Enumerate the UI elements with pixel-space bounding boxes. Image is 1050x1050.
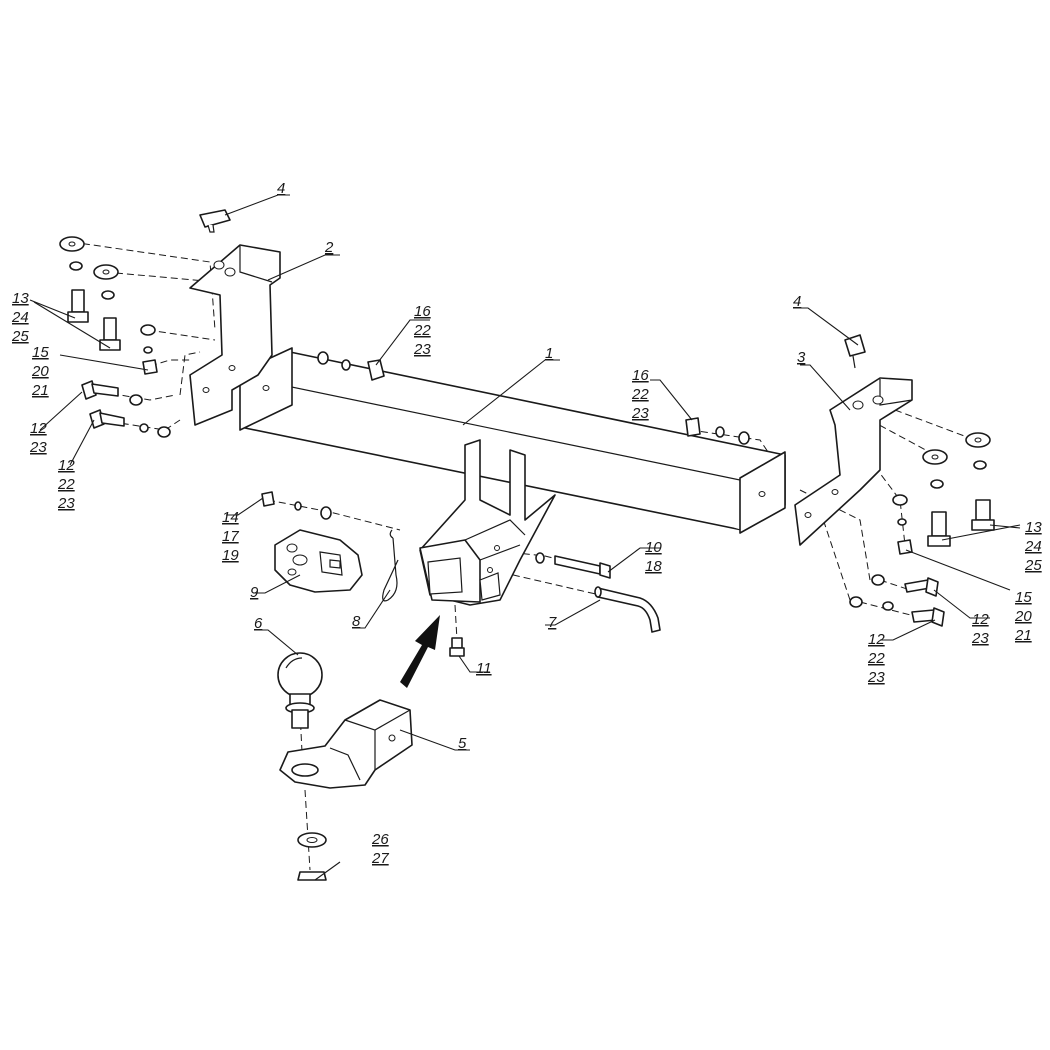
callout-number: 21 — [1014, 627, 1032, 644]
callout-number: 15 — [1015, 589, 1032, 606]
callout-11: 11 — [476, 660, 492, 677]
callout-number: 11 — [476, 660, 492, 677]
left-nut-16 — [317, 351, 385, 381]
callout-5: 5 — [458, 735, 467, 752]
callout-number: 26 — [371, 831, 389, 848]
callout-13-right: 13 24 25 — [1024, 519, 1042, 574]
callout-number: 22 — [413, 322, 431, 339]
callout-number: 25 — [11, 328, 29, 345]
callout-number: 10 — [645, 539, 662, 556]
callout-number: 18 — [645, 558, 662, 575]
callout-number: 20 — [31, 363, 49, 380]
callout-12-left-lower: 12 22 23 — [57, 457, 75, 512]
callout-number: 23 — [631, 405, 649, 422]
callout-number: 16 — [632, 367, 649, 384]
callout-number: 12 — [972, 611, 989, 628]
callout-leaders — [29, 194, 1021, 881]
callout-number: 22 — [57, 476, 75, 493]
right-nut-16 — [685, 417, 750, 445]
assembly-guide-lines — [71, 241, 976, 871]
callout-number: 3 — [797, 349, 806, 366]
callout-number: 12 — [58, 457, 75, 474]
callout-15-right: 15 20 21 — [1014, 589, 1032, 644]
left-upper-fasteners — [59, 236, 121, 351]
callout-number: 12 — [868, 631, 885, 648]
callout-number: 2 — [324, 239, 334, 256]
callout-number: 23 — [971, 630, 989, 647]
callout-number: 7 — [548, 614, 557, 631]
clamp-plate-right — [844, 334, 866, 369]
insert-direction-arrow — [400, 615, 440, 688]
callout-number: 21 — [31, 382, 49, 399]
right-nut-group — [892, 494, 913, 555]
callout-3: 3 — [797, 349, 806, 366]
callout-6: 6 — [254, 615, 263, 632]
callout-12-right-lower: 12 22 23 — [867, 631, 885, 686]
ball-washer-nut — [297, 832, 327, 881]
callout-number: 14 — [222, 509, 239, 526]
callout-number: 20 — [1014, 608, 1032, 625]
ball-mount — [279, 699, 413, 789]
callout-14: 14 17 19 — [222, 509, 239, 564]
callout-4-right: 4 — [793, 293, 801, 310]
callout-number: 22 — [631, 386, 649, 403]
callout-number: 12 — [30, 420, 47, 437]
receiver-housing — [419, 439, 556, 606]
callout-1: 1 — [545, 345, 553, 362]
callout-number: 27 — [371, 850, 389, 867]
callout-number: 23 — [57, 495, 75, 512]
callout-number: 23 — [29, 439, 47, 456]
right-lower-bolts — [849, 574, 945, 627]
callout-8: 8 — [352, 613, 361, 630]
callout-9: 9 — [250, 584, 259, 601]
callout-13-left: 13 24 25 — [11, 290, 29, 345]
callout-number: 9 — [250, 584, 259, 601]
right-bracket — [794, 377, 913, 546]
callout-number: 1 — [545, 345, 553, 362]
callout-number: 13 — [12, 290, 29, 307]
callout-number: 24 — [1024, 538, 1042, 555]
r-clip — [382, 529, 399, 602]
callout-number: 23 — [413, 341, 431, 358]
callout-number: 8 — [352, 613, 361, 630]
callout-16-left: 16 22 23 — [413, 303, 431, 358]
callout-15-left: 15 20 21 — [31, 344, 49, 399]
callout-number: 24 — [11, 309, 29, 326]
callout-number: 19 — [222, 547, 239, 564]
callout-number: 25 — [1024, 557, 1042, 574]
callout-2: 2 — [324, 239, 334, 256]
left-nut-group — [140, 324, 158, 375]
clamp-plate-left — [199, 209, 231, 233]
pin-10 — [535, 552, 611, 579]
callout-16-right: 16 22 23 — [631, 367, 649, 422]
socket-nut-group — [261, 491, 332, 520]
callout-number: 15 — [32, 344, 49, 361]
left-lower-bolts — [81, 380, 171, 438]
callout-4-left: 4 — [277, 180, 285, 197]
bolt-11 — [449, 637, 465, 657]
callout-7: 7 — [548, 614, 557, 631]
callout-number: 16 — [414, 303, 431, 320]
socket-plate — [274, 529, 363, 593]
callout-number: 4 — [277, 180, 285, 197]
callout-number: 23 — [867, 669, 885, 686]
left-bracket — [189, 244, 281, 426]
callout-number: 13 — [1025, 519, 1042, 536]
callout-number: 5 — [458, 735, 467, 752]
tow-ball — [277, 652, 323, 729]
locking-pin-7 — [594, 586, 661, 633]
callout-number: 22 — [867, 650, 885, 667]
right-upper-fasteners — [922, 432, 995, 547]
callout-number: 17 — [222, 528, 239, 545]
callout-number: 6 — [254, 615, 263, 632]
callout-number: 4 — [793, 293, 801, 310]
